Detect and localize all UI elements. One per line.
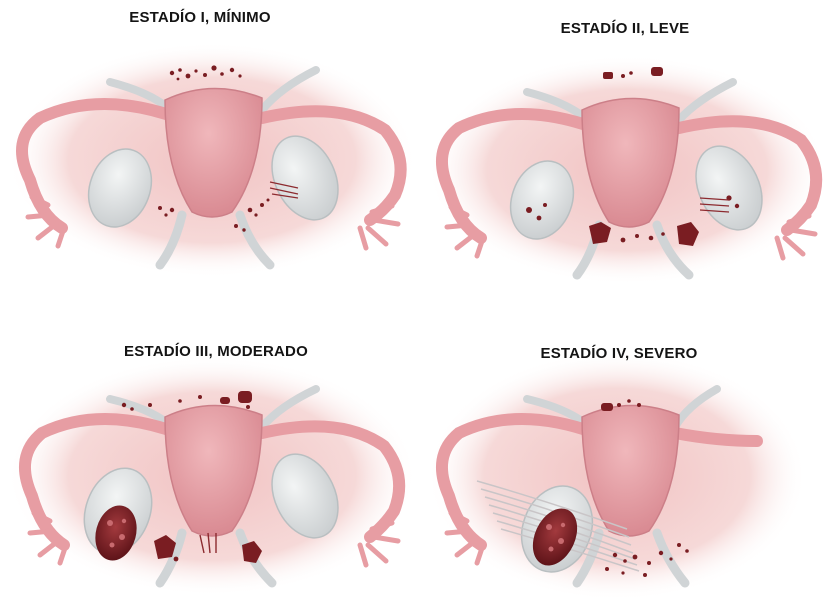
stage-1-panel: ESTADÍO I, MÍNIMO — [0, 0, 416, 301]
stage-1-title: ESTADÍO I, MÍNIMO — [0, 9, 408, 26]
stage-3-title: ESTADÍO III, MODERADO — [8, 343, 424, 360]
stage-4-panel: ESTADÍO IV, SEVERO — [417, 301, 833, 602]
stage-2-title: ESTADÍO II, LEVE — [417, 20, 833, 37]
stage-1-illustration — [0, 0, 416, 301]
stage-2-illustration — [417, 0, 833, 301]
stage-3-panel: ESTADÍO III, MODERADO — [0, 301, 416, 602]
stage-2-panel: ESTADÍO II, LEVE — [417, 0, 833, 301]
stage-4-title: ESTADÍO IV, SEVERO — [411, 345, 827, 362]
